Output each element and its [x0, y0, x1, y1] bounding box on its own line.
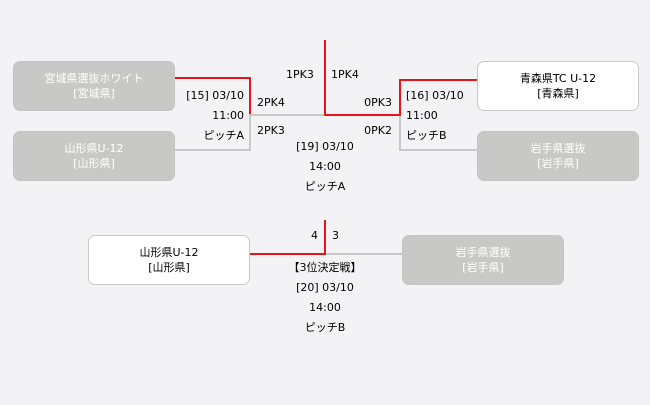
bracket-line — [249, 114, 251, 151]
score: 2PK4 — [257, 96, 285, 109]
bracket-line — [399, 116, 401, 151]
bracket-line — [251, 114, 325, 116]
winner-line — [399, 79, 401, 116]
team-pref: [岩手県] — [537, 157, 579, 170]
score: 2PK3 — [257, 124, 285, 137]
winner-line — [175, 77, 251, 79]
score: 0PK2 — [364, 124, 392, 137]
match-info: 【3位決定戦】 [20] 03/10 14:00 ピッチB — [265, 261, 385, 335]
score: 1PK3 — [286, 68, 314, 81]
bracket-line — [175, 149, 251, 151]
match-number: [19] 03/10 — [296, 140, 354, 153]
winner-line — [250, 253, 326, 255]
team-pref: [青森県] — [537, 87, 579, 100]
team-pref: [岩手県] — [462, 261, 504, 274]
match-number: [20] 03/10 — [296, 281, 354, 294]
score: 0PK3 — [364, 96, 392, 109]
team-box-yamagata[interactable]: 山形県U-12 [山形県] — [13, 131, 175, 181]
score: 4 — [311, 229, 318, 242]
team-name: 岩手県選抜 — [455, 246, 511, 259]
team-box-miyagi[interactable]: 宮城県選抜ホワイト [宮城県] — [13, 61, 175, 111]
match-number: [16] 03/10 — [406, 89, 464, 102]
bracket-line — [399, 149, 477, 151]
match-pitch: ピッチB — [406, 129, 447, 142]
team-box-third-left[interactable]: 山形県U-12 [山形県] — [88, 235, 250, 285]
team-name: 宮城県選抜ホワイト — [44, 72, 144, 85]
team-box-aomori[interactable]: 青森県TC U-12 [青森県] — [477, 61, 639, 111]
match-info: [15] 03/10 11:00 ピッチA — [186, 89, 244, 143]
team-pref: [宮城県] — [73, 87, 115, 100]
match-pitch: ピッチB — [304, 321, 346, 334]
match-number: [15] 03/10 — [186, 89, 244, 102]
team-name: 山形県U-12 — [64, 142, 124, 155]
match-time: 14:00 — [309, 160, 341, 173]
match-time: 11:00 — [406, 109, 438, 122]
team-pref: [山形県] — [148, 261, 190, 274]
match-info: [19] 03/10 14:00 ピッチA — [275, 140, 375, 194]
winner-line — [324, 114, 401, 116]
winner-line — [249, 77, 251, 114]
bracket-line — [326, 253, 402, 255]
winner-line — [399, 79, 477, 81]
team-box-third-right[interactable]: 岩手県選抜 [岩手県] — [402, 235, 564, 285]
team-box-iwate[interactable]: 岩手県選抜 [岩手県] — [477, 131, 639, 181]
match-pitch: ピッチA — [203, 129, 244, 142]
winner-line — [324, 220, 326, 255]
match-info: [16] 03/10 11:00 ピッチB — [406, 89, 464, 143]
team-pref: [山形県] — [73, 157, 115, 170]
score: 1PK4 — [331, 68, 359, 81]
match-title: 【3位決定戦】 — [288, 261, 362, 274]
match-pitch: ピッチA — [304, 180, 346, 193]
match-time: 11:00 — [212, 109, 244, 122]
winner-line — [324, 40, 326, 116]
team-name: 山形県U-12 — [139, 246, 199, 259]
team-name: 岩手県選抜 — [530, 142, 586, 155]
score: 3 — [332, 229, 339, 242]
match-time: 14:00 — [309, 301, 341, 314]
team-name: 青森県TC U-12 — [519, 72, 597, 85]
